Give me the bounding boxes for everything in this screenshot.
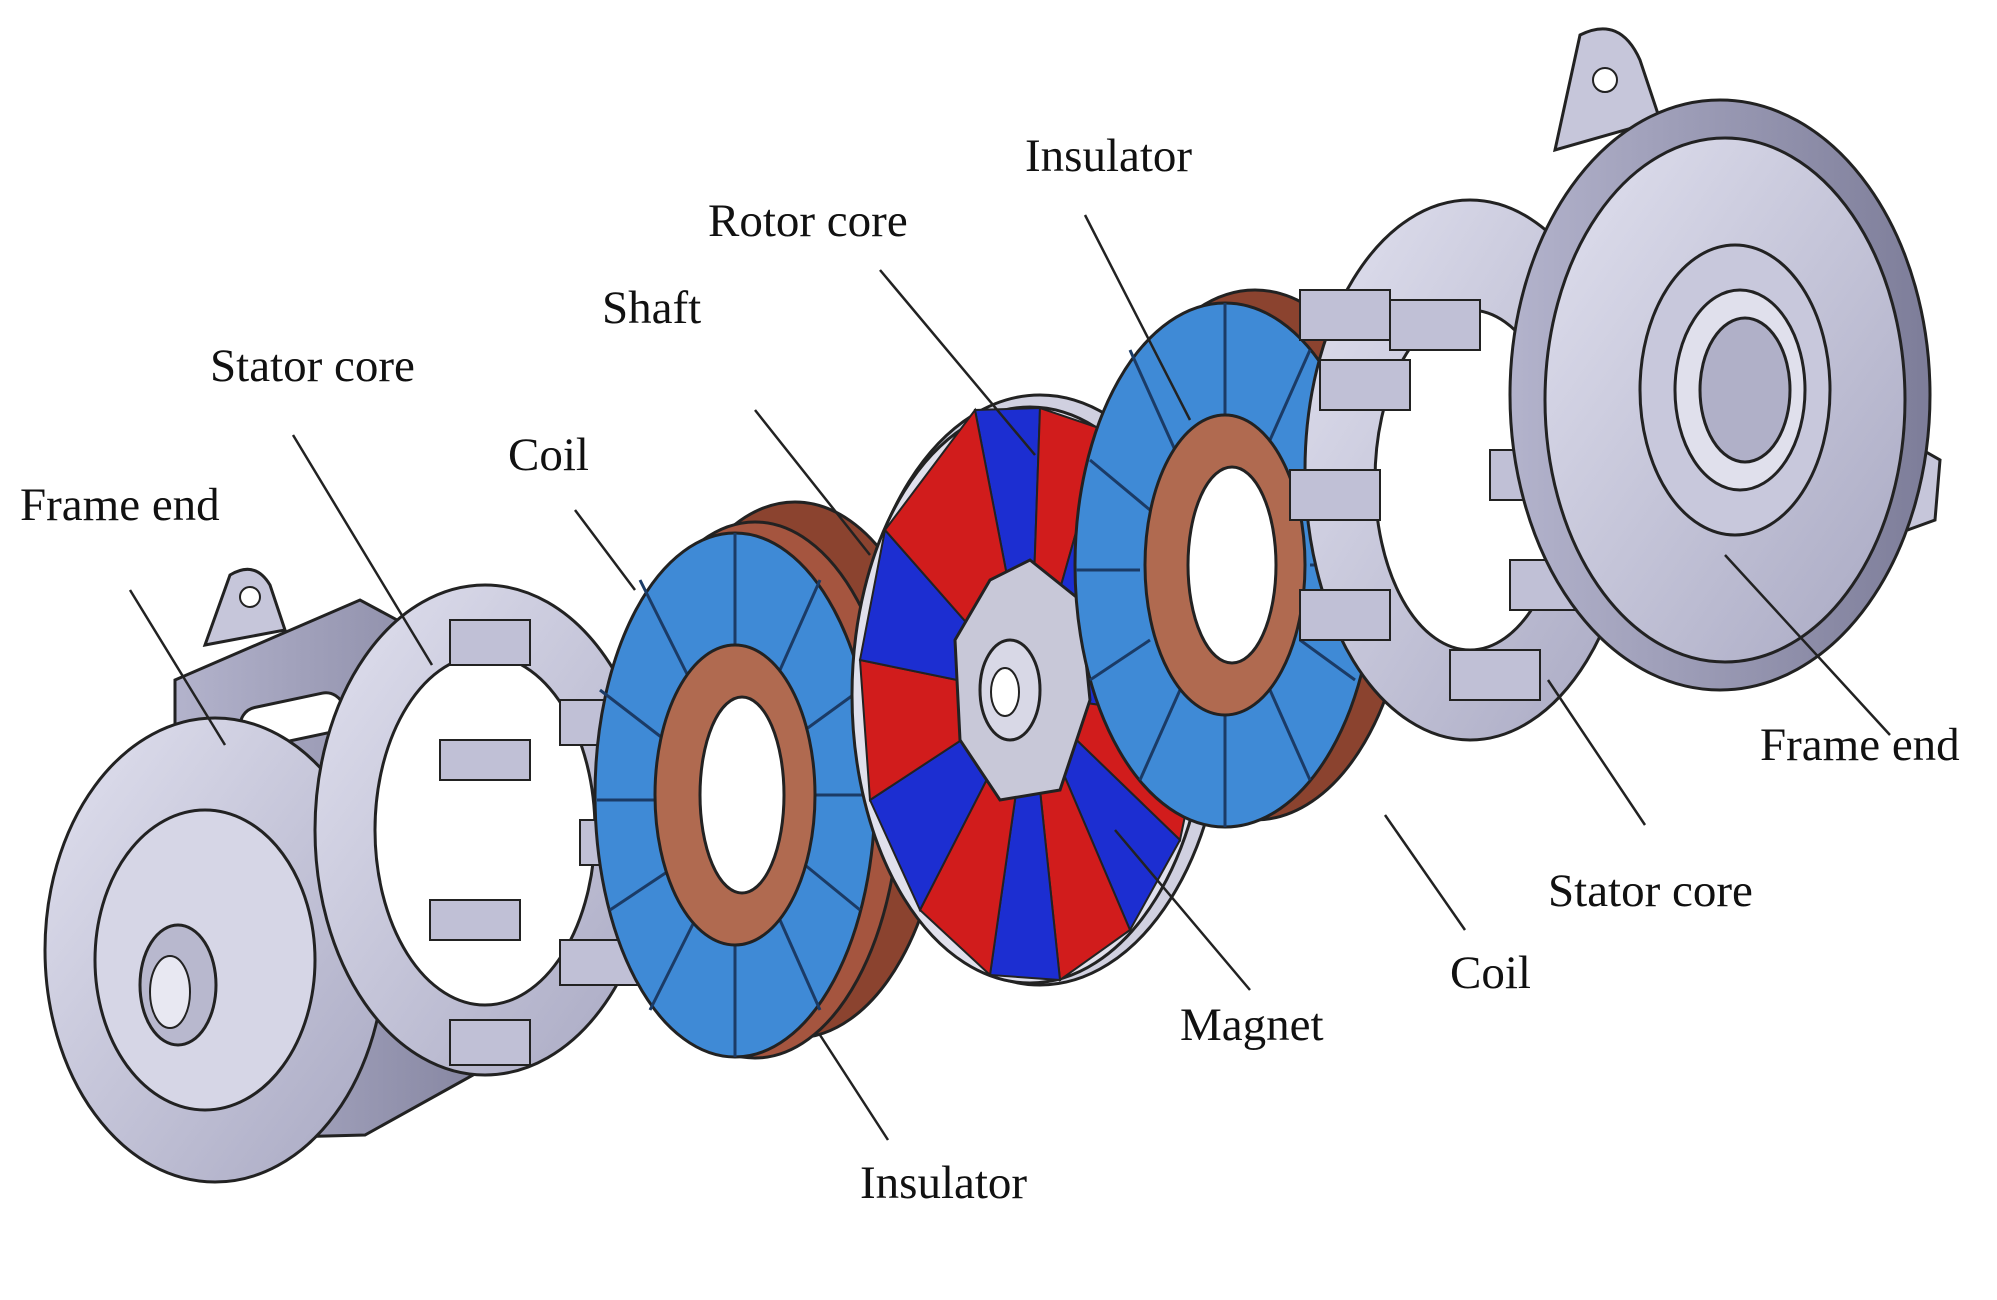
label-coil-left: Coil (508, 429, 589, 481)
label-shaft: Shaft (602, 282, 702, 334)
leader-frame-end-left (128, 589, 227, 746)
leader-coil-right (1383, 814, 1467, 931)
leader-magnet (1114, 829, 1251, 991)
leader-stator-core-left (291, 434, 434, 666)
leader-frame-end-right (1724, 554, 1891, 736)
label-insulator-top: Insulator (1025, 130, 1193, 182)
label-stator-core-right: Stator core (1548, 865, 1753, 917)
leader-shaft (754, 409, 871, 556)
leader-rotor-core (879, 269, 1036, 456)
leader-stator-core-right (1546, 679, 1647, 826)
label-stator-core-left: Stator core (210, 340, 415, 392)
label-magnet: Magnet (1180, 999, 1324, 1051)
leader-coil-left (574, 509, 636, 591)
label-frame-end-left: Frame end (20, 479, 220, 531)
leader-lines (128, 214, 1891, 1141)
label-rotor-core: Rotor core (708, 195, 908, 247)
label-frame-end-right: Frame end (1760, 719, 1960, 771)
frame-end-right (1508, 27, 1942, 692)
label-coil-right: Coil (1450, 947, 1531, 999)
leader-insulator-top (1083, 214, 1192, 421)
label-insulator-bottom: Insulator (860, 1157, 1028, 1209)
leader-insulator-bottom (818, 1034, 890, 1141)
coil-insulator-left (593, 500, 947, 1060)
